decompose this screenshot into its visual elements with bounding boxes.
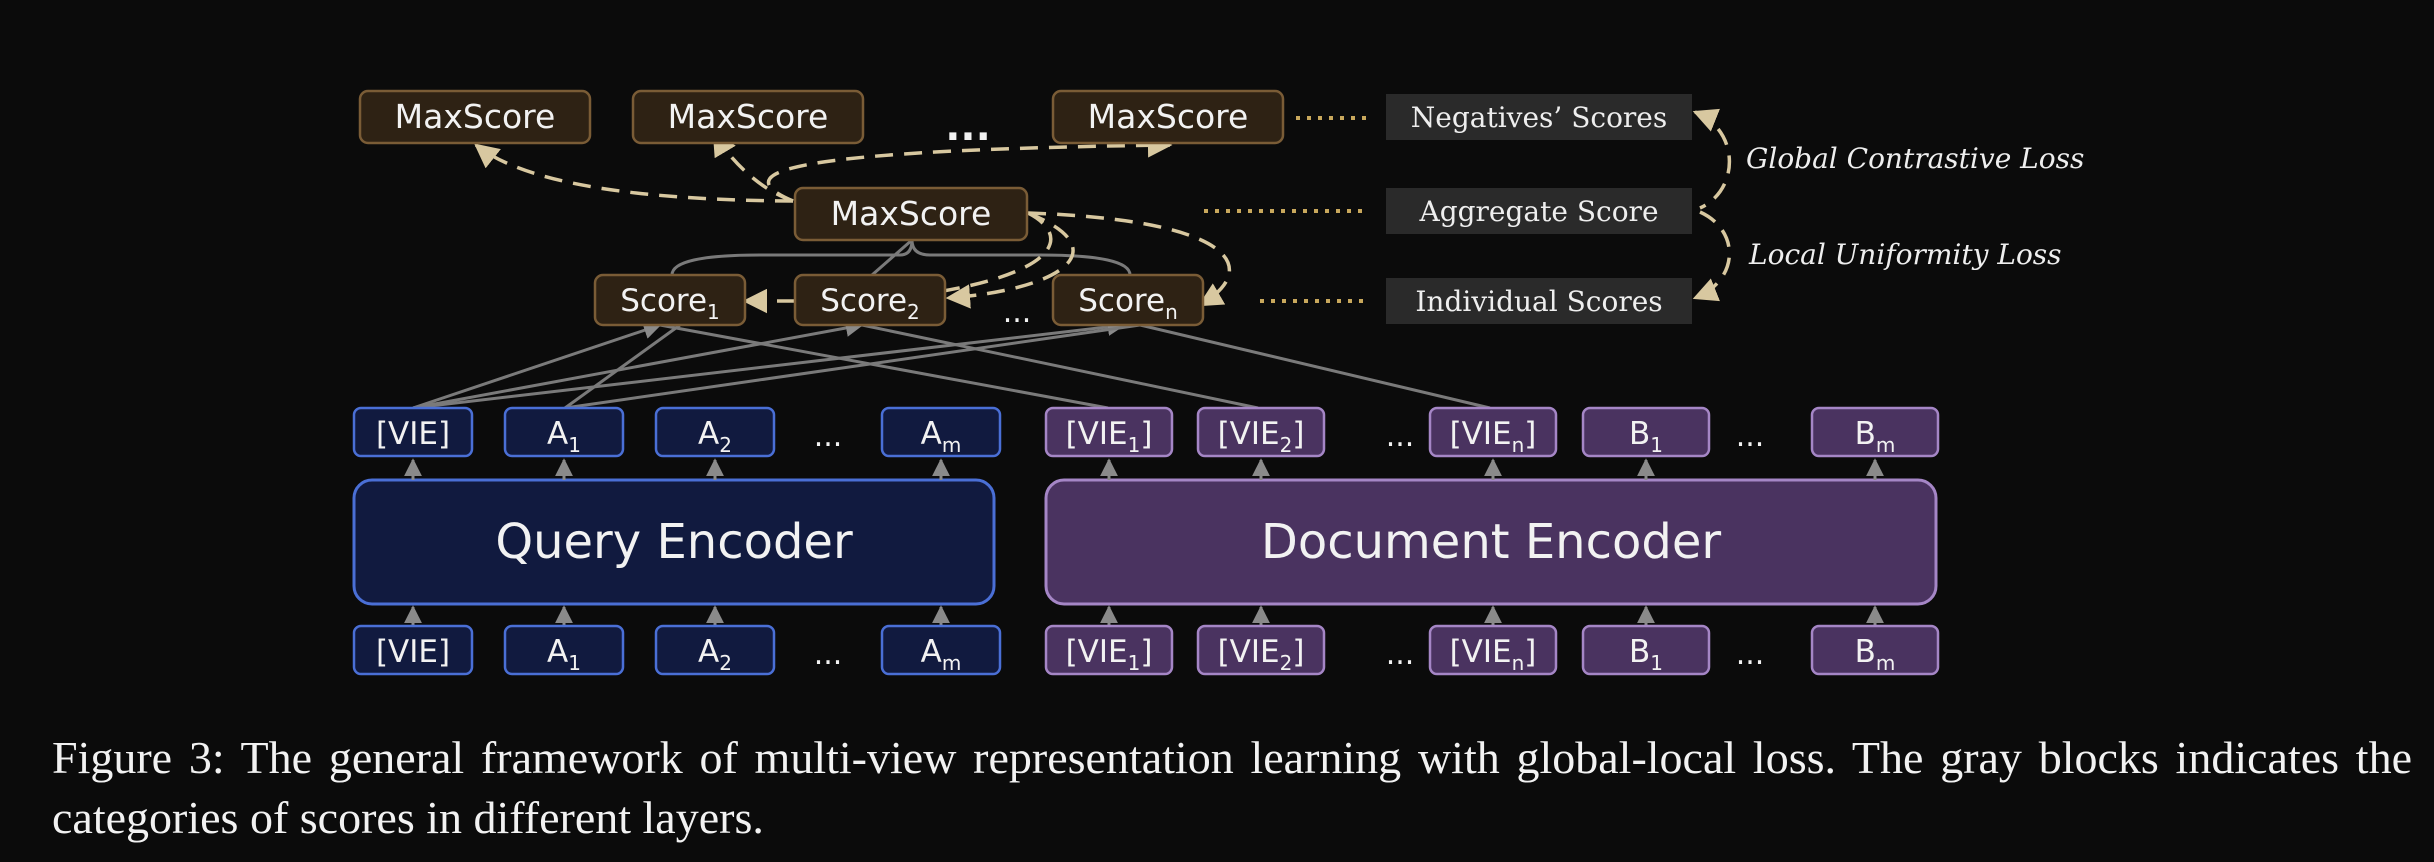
token-label: Bm	[1855, 634, 1896, 675]
ellipsis: ...	[1386, 419, 1415, 454]
figure-caption: Figure 3: The general framework of multi…	[52, 732, 2412, 843]
token-label: B1	[1629, 416, 1663, 457]
global-loss-label: Global Contrastive Loss	[1746, 142, 2084, 175]
score-box: Score2	[793, 273, 947, 327]
legend-individual: Individual Scores	[1386, 278, 1692, 324]
legend-negatives: Negatives’ Scores	[1386, 94, 1692, 140]
token-label: A1	[547, 416, 581, 457]
aggregate-max-score-box: MaxScore	[793, 186, 1029, 242]
layer-arrows	[404, 458, 1884, 626]
score-label: Score2	[820, 283, 920, 324]
token-box: A1	[503, 624, 625, 676]
legend-individual-label: Individual Scores	[1415, 285, 1662, 318]
loss-curves	[1692, 108, 1732, 302]
query-encoder-label: Query Encoder	[495, 514, 853, 570]
ellipsis: ...	[945, 104, 991, 150]
local-loss-label: Local Uniformity Loss	[1748, 238, 2062, 271]
token-box: Bm	[1810, 406, 1940, 458]
ellipsis: ...	[1003, 295, 1032, 330]
legend-aggregate-label: Aggregate Score	[1418, 195, 1658, 228]
token-label: A2	[698, 634, 732, 675]
token-box: Am	[880, 406, 1002, 458]
input-token-row: [VIE] A1 A2... Am [VIE1] [VIE2]... [VIEn] B1...…	[352, 624, 1940, 676]
token-box: [VIE1]	[1044, 406, 1174, 458]
ellipsis: ...	[1736, 637, 1765, 672]
max-score-label: MaxScore	[395, 97, 556, 136]
max-score-box: MaxScore	[631, 89, 865, 145]
ellipsis: ...	[1736, 419, 1765, 454]
max-score-row: MaxScore MaxScore ... MaxScore	[358, 89, 1285, 150]
token-box: [VIE2]	[1196, 624, 1326, 676]
token-box: [VIE1]	[1044, 624, 1174, 676]
score-label: Scoren	[1078, 283, 1178, 324]
token-box: B1	[1581, 406, 1711, 458]
max-score-box: MaxScore	[358, 89, 592, 145]
score-row: Score1 Score2 ... Scoren	[593, 273, 1205, 330]
score-box: Scoren	[1051, 273, 1205, 327]
token-label: A2	[698, 416, 732, 457]
token-label: Bm	[1855, 416, 1896, 457]
score-box: Score1	[593, 273, 747, 327]
ellipsis: ...	[814, 637, 843, 672]
token-label: [VIE2]	[1218, 634, 1305, 675]
document-encoder-label: Document Encoder	[1261, 514, 1721, 570]
token-label: [VIEn]	[1450, 416, 1537, 457]
token-box: A2	[654, 624, 776, 676]
legend-aggregate: Aggregate Score	[1386, 188, 1692, 234]
score-legend: Negatives’ Scores Aggregate Score Indivi…	[1386, 94, 2084, 324]
token-label: A1	[547, 634, 581, 675]
query-encoder: Query Encoder	[352, 478, 996, 606]
token-label: [VIE2]	[1218, 416, 1305, 457]
score-label: Score1	[620, 283, 720, 324]
legend-negatives-label: Negatives’ Scores	[1411, 101, 1668, 134]
token-box: Am	[880, 624, 1002, 676]
score-aggregate-lines	[670, 238, 1132, 277]
token-box: [VIE]	[352, 406, 474, 458]
token-label: [VIE1]	[1066, 634, 1153, 675]
legend-connectors	[1204, 116, 1368, 303]
token-score-lines	[412, 317, 1491, 410]
token-box: Bm	[1810, 624, 1940, 676]
aggregate-label: MaxScore	[831, 194, 992, 233]
token-box: [VIEn]	[1428, 624, 1558, 676]
token-label: B1	[1629, 634, 1663, 675]
token-label: Am	[921, 416, 962, 457]
token-box: A1	[503, 406, 625, 458]
token-box: [VIE]	[352, 624, 474, 676]
ellipsis: ...	[1386, 637, 1415, 672]
token-label: [VIE1]	[1066, 416, 1153, 457]
max-score-box: MaxScore	[1051, 89, 1285, 145]
token-box: [VIEn]	[1428, 406, 1558, 458]
token-box: A2	[654, 406, 776, 458]
token-box: B1	[1581, 624, 1711, 676]
token-label: [VIEn]	[1450, 634, 1537, 675]
output-token-row: [VIE] A1 A2... Am [VIE1] [VIE2]... [VIEn] B1...…	[352, 406, 1940, 458]
max-score-label: MaxScore	[1088, 97, 1249, 136]
max-score-label: MaxScore	[668, 97, 829, 136]
ellipsis: ...	[814, 419, 843, 454]
token-label: [VIE]	[376, 634, 450, 670]
document-encoder: Document Encoder	[1044, 478, 1938, 606]
token-label: [VIE]	[376, 416, 450, 452]
token-label: Am	[921, 634, 962, 675]
token-box: [VIE2]	[1196, 406, 1326, 458]
